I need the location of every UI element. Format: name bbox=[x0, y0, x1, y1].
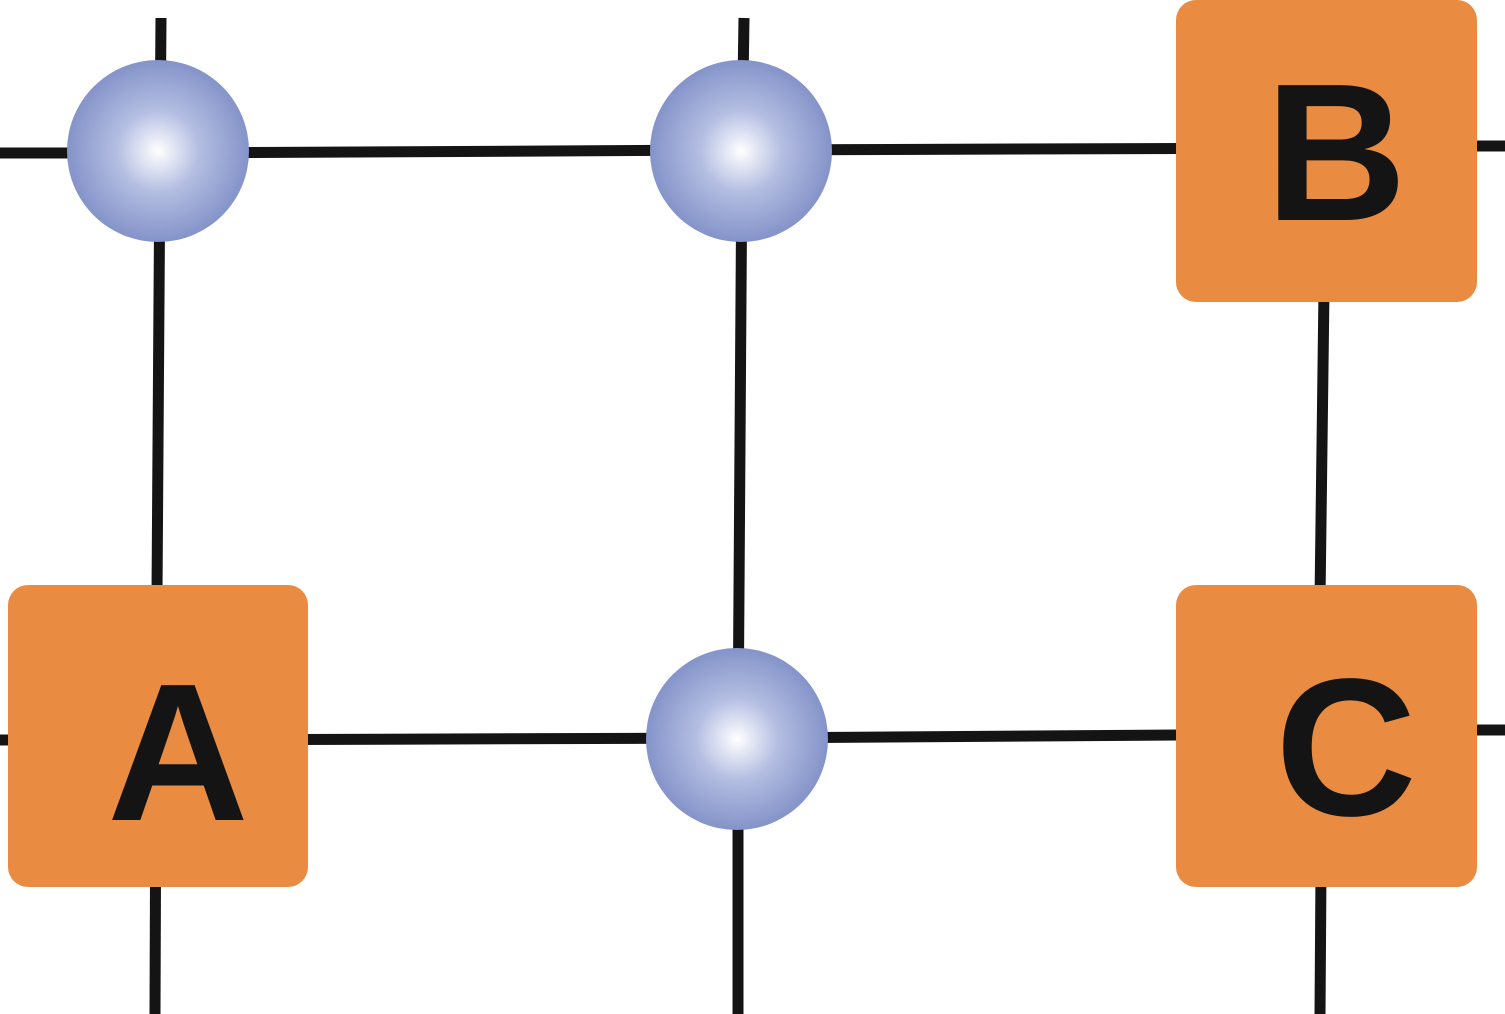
box-a-label: A bbox=[107, 643, 249, 862]
box-c-label: C bbox=[1275, 638, 1417, 857]
box-b: B bbox=[1176, 0, 1477, 302]
edge-box-b-to-box-c bbox=[1314, 289, 1330, 601]
edge-sphere-top-middle-to-sphere-bottom-middle bbox=[732, 149, 748, 739]
edge-bottom-stub-right bbox=[1314, 869, 1327, 1014]
edge-sphere-top-left-to-sphere-top-middle bbox=[159, 144, 743, 159]
box-c: C bbox=[1176, 585, 1477, 887]
sphere-top-middle bbox=[650, 60, 832, 242]
sphere-bottom-middle bbox=[646, 648, 828, 830]
sphere-top-left bbox=[67, 60, 249, 242]
box-a: A bbox=[8, 585, 308, 887]
box-b-label: B bbox=[1265, 43, 1407, 262]
